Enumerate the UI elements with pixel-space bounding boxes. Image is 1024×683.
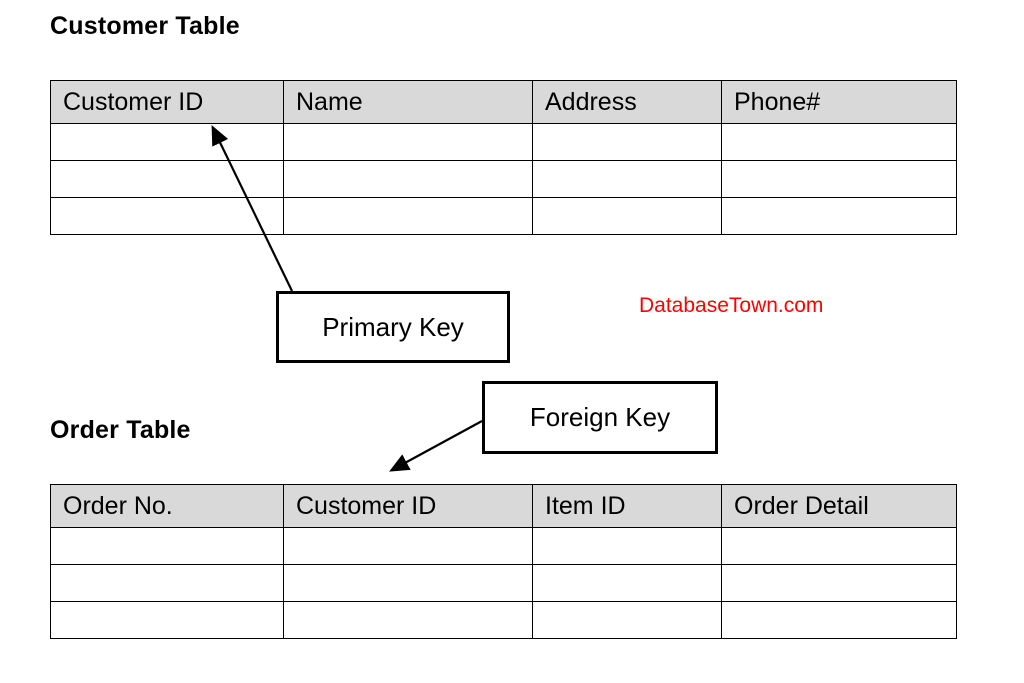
order-table-title: Order Table (50, 416, 191, 444)
table-cell (50, 197, 284, 235)
table-header-row: Order No. Customer ID Item ID Order Deta… (50, 484, 957, 528)
primary-key-callout: Primary Key (276, 291, 510, 363)
customer-table-title: Customer Table (50, 12, 240, 40)
table-cell (50, 601, 284, 639)
table-cell (283, 527, 533, 565)
table-cell (721, 601, 957, 639)
column-header-order-no: Order No. (50, 484, 284, 528)
table-cell (283, 160, 533, 198)
table-row (50, 123, 957, 161)
table-cell (50, 160, 284, 198)
table-cell (721, 197, 957, 235)
table-row (50, 601, 957, 639)
table-cell (532, 564, 722, 602)
table-row (50, 527, 957, 565)
table-cell (50, 123, 284, 161)
table-header-row: Customer ID Name Address Phone# (50, 80, 957, 124)
table-cell (721, 527, 957, 565)
table-cell (283, 564, 533, 602)
customer-table: Customer ID Name Address Phone# (50, 80, 957, 235)
table-cell (283, 123, 533, 161)
column-header-order-detail: Order Detail (721, 484, 957, 528)
table-cell (532, 160, 722, 198)
table-cell (721, 123, 957, 161)
table-cell (50, 527, 284, 565)
table-cell (532, 197, 722, 235)
table-row (50, 564, 957, 602)
column-header-item-id: Item ID (532, 484, 722, 528)
table-row (50, 160, 957, 198)
table-cell (532, 123, 722, 161)
table-cell (532, 601, 722, 639)
table-cell (283, 197, 533, 235)
table-cell (283, 601, 533, 639)
column-header-address: Address (532, 80, 722, 124)
column-header-customer-id: Customer ID (50, 80, 284, 124)
table-cell (532, 527, 722, 565)
table-cell (721, 564, 957, 602)
column-header-phone: Phone# (721, 80, 957, 124)
table-cell (721, 160, 957, 198)
order-table: Order No. Customer ID Item ID Order Deta… (50, 484, 957, 639)
column-header-customer-id: Customer ID (283, 484, 533, 528)
foreign-key-arrow (389, 420, 483, 472)
foreign-key-callout: Foreign Key (482, 381, 718, 454)
table-row (50, 197, 957, 235)
table-cell (50, 564, 284, 602)
column-header-name: Name (283, 80, 533, 124)
watermark-label: DatabaseTown.com (639, 294, 824, 317)
